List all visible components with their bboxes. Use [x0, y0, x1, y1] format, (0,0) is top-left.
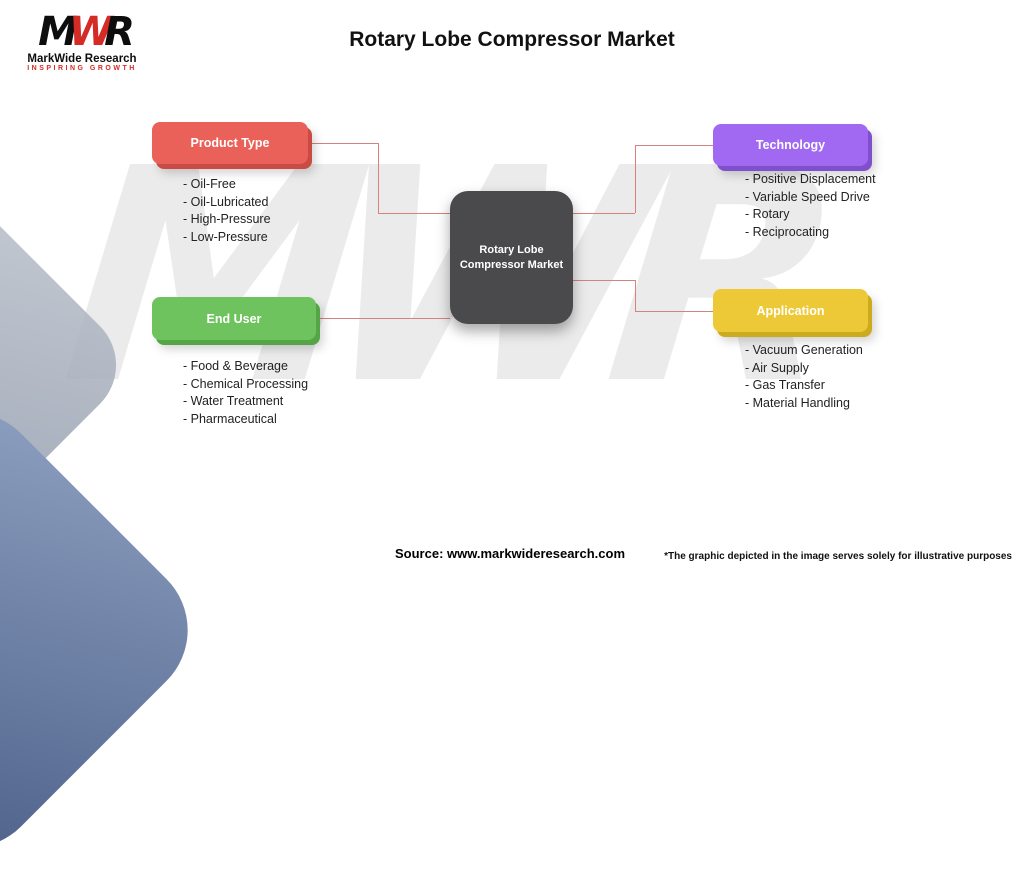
connector-segment [308, 143, 378, 144]
list-item: - Pharmaceutical [183, 411, 277, 426]
connector-segment [378, 213, 450, 214]
disclaimer-text: *The graphic depicted in the image serve… [664, 551, 1012, 562]
source-text: Source: www.markwideresearch.com [395, 546, 626, 561]
connector-segment [635, 145, 713, 146]
page-title: Rotary Lobe Compressor Market [349, 28, 675, 51]
logo-name: MarkWide Research [27, 53, 137, 65]
list-item: - Oil-Free [183, 177, 236, 191]
list-item: - Rotary [745, 207, 790, 222]
list-item: - Chemical Processing [183, 376, 309, 391]
technology-list: - Positive Displacement - Variable Speed… [745, 171, 876, 241]
list-item: - Oil-Lubricated [183, 194, 269, 209]
connector-segment [316, 318, 450, 319]
logo-monogram: MWR [22, 12, 142, 52]
list-item: - Reciprocating [745, 224, 830, 239]
connector-segment [573, 280, 635, 281]
application-list: - Vacuum Generation - Air Supply - Gas T… [745, 342, 863, 412]
background-watermark: MWR [51, 105, 821, 449]
connector-segment [635, 311, 713, 312]
end-user-box: End User [152, 297, 316, 340]
list-item: - Vacuum Generation [745, 343, 863, 357]
list-item: - Food & Beverage [183, 359, 288, 373]
application-box: Application [713, 289, 868, 332]
end-user-list: - Food & Beverage - Chemical Processing … [183, 358, 308, 428]
connector-segment [635, 145, 636, 213]
end-user-label: End User [206, 311, 262, 326]
list-item: - Water Treatment [183, 394, 284, 409]
application-label: Application [756, 303, 825, 318]
center-node-label-line2: Compressor Market [459, 258, 564, 271]
product-type-label: Product Type [190, 136, 270, 150]
product-type-box: Product Type [152, 122, 308, 164]
list-item: - Air Supply [745, 360, 809, 375]
list-item: - High-Pressure [183, 212, 271, 227]
center-node-label-line1: Rotary Lobe [479, 243, 544, 256]
connector-segment [573, 213, 635, 214]
center-node: Rotary Lobe Compressor Market [450, 191, 573, 324]
product-type-list: - Oil-Free - Oil-Lubricated - High-Press… [183, 176, 271, 246]
connector-segment [635, 280, 636, 311]
list-item: - Low-Pressure [183, 229, 268, 244]
list-item: - Gas Transfer [745, 378, 825, 393]
list-item: - Positive Displacement [745, 172, 876, 186]
corner-shape-blue [0, 382, 218, 878]
technology-label: Technology [755, 138, 826, 152]
list-item: - Variable Speed Drive [745, 189, 870, 204]
logo-tagline: Inspiring Growth [27, 65, 137, 72]
markwide-research-logo: MWR MarkWide Research Inspiring Growth [22, 12, 142, 72]
list-item: - Material Handling [745, 395, 850, 410]
technology-box: Technology [713, 124, 868, 166]
connector-segment [378, 143, 379, 213]
